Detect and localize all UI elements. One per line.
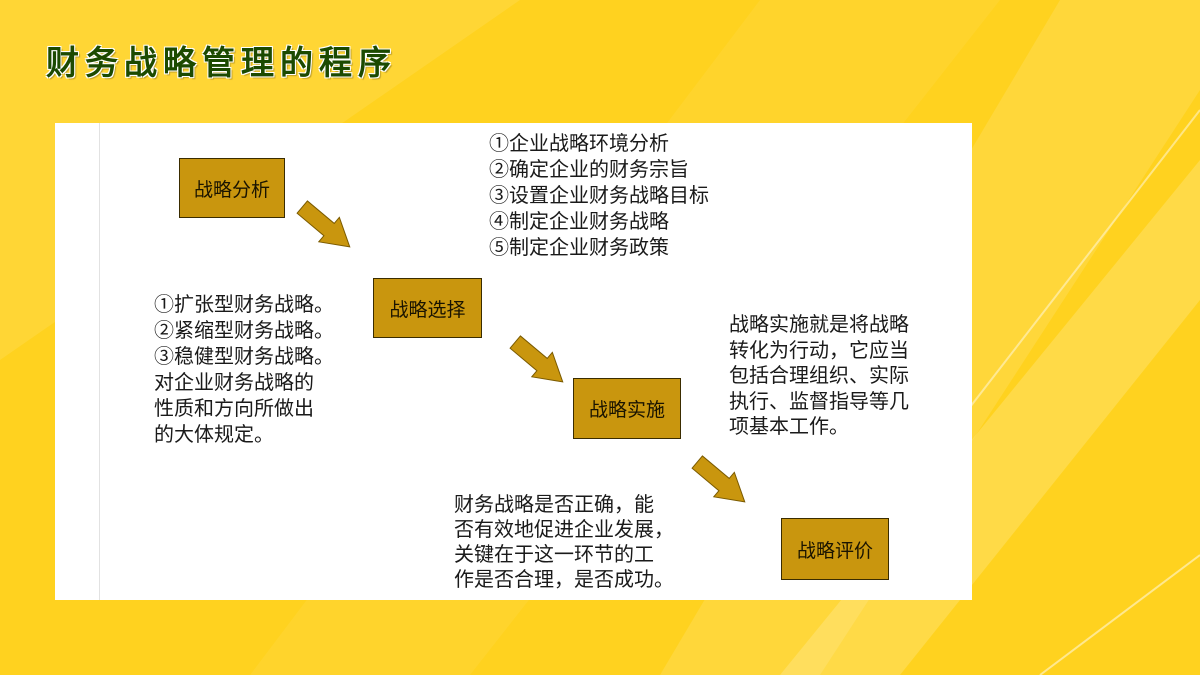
note-line: ①扩张型财务战略。 <box>154 292 334 316</box>
step-box-analysis: 战略分析 <box>179 158 285 218</box>
slide-title: 财务战略管理的程序 <box>46 43 397 82</box>
note-line: 作是否合理，是否成功。 <box>454 567 674 591</box>
note-line: 的大体规定。 <box>154 422 274 446</box>
analysis-notes: ①企业战略环境分析 ②确定企业的财务宗旨 ③设置企业财务战略目标 ④制定企业财务… <box>489 130 709 260</box>
step-box-choice: 战略选择 <box>373 278 482 338</box>
note-line: 项基本工作。 <box>729 414 849 438</box>
note-line: 战略实施就是将战略 <box>729 312 909 336</box>
note-line: 关键在于这一环节的工 <box>454 542 654 566</box>
note-line: 转化为行动，它应当 <box>729 337 909 362</box>
note-line: 财务战略是否正确，能 <box>454 492 654 516</box>
arrow-down-right-icon <box>296 200 351 248</box>
panel-guide-line <box>99 123 100 600</box>
note-line: ①企业战略环境分析 <box>489 131 669 155</box>
background-line <box>959 109 1200 421</box>
note-line: ③设置企业财务战略目标 <box>489 183 709 207</box>
note-line: 对企业财务战略的 <box>154 370 314 394</box>
note-line: ③稳健型财务战略。 <box>154 344 334 368</box>
note-line: ④制定企业财务战略 <box>489 209 669 233</box>
background-line <box>1039 554 1200 675</box>
note-line: ②确定企业的财务宗旨 <box>489 157 689 181</box>
note-line: 性质和方向所做出 <box>154 396 314 420</box>
note-line: 包括合理组织、实际 <box>729 363 909 387</box>
arrow-down-right-icon <box>509 335 564 383</box>
arrow-down-right-icon <box>691 455 746 503</box>
note-line: ②紧缩型财务战略。 <box>154 318 334 342</box>
step-box-implementation: 战略实施 <box>573 378 681 439</box>
note-line: 否有效地促进企业发展， <box>454 517 674 541</box>
choice-notes: ①扩张型财务战略。 ②紧缩型财务战略。 ③稳健型财务战略。 对企业财务战略的 性… <box>154 291 334 447</box>
note-line: 执行、监督指导等几 <box>729 388 909 413</box>
note-line: ⑤制定企业财务政策 <box>489 235 669 259</box>
evaluation-notes: 财务战略是否正确，能 否有效地促进企业发展， 关键在于这一环节的工 作是否合理，… <box>454 492 674 592</box>
implementation-notes: 战略实施就是将战略 转化为行动，它应当 包括合理组织、实际 执行、监督指导等几 … <box>729 312 909 440</box>
step-box-evaluation: 战略评价 <box>781 518 889 580</box>
